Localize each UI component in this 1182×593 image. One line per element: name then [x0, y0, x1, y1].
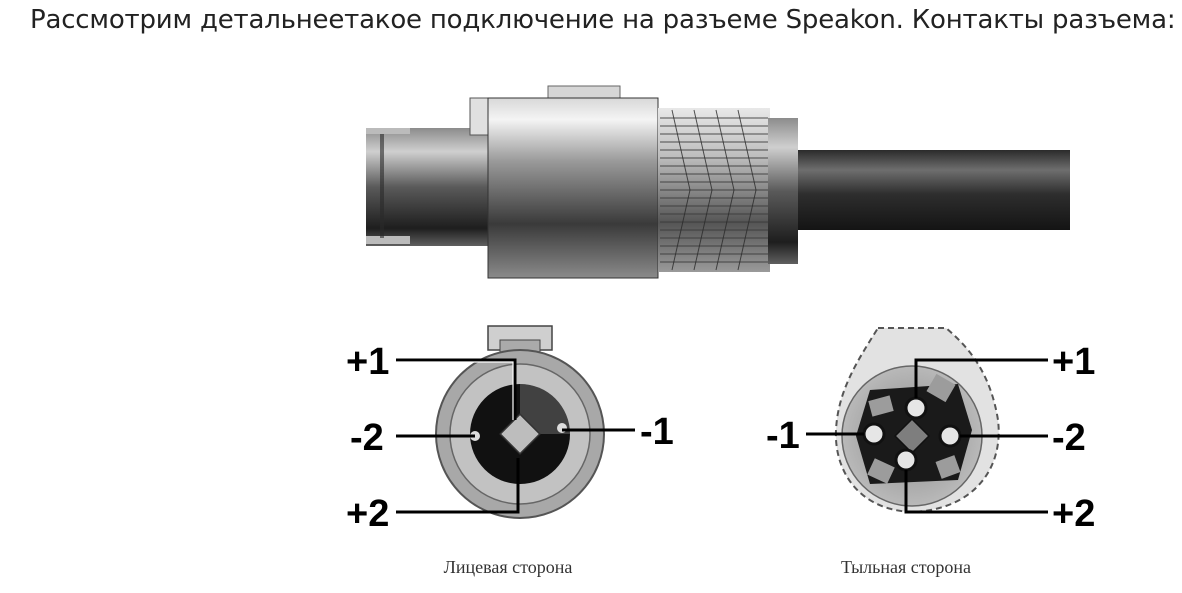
- back-pin-plus2-label: +2: [1052, 493, 1095, 535]
- front-pin-minus2-label: -2: [350, 417, 384, 459]
- back-pin-minus2-label: -2: [1052, 417, 1086, 459]
- cable: [798, 150, 1076, 230]
- back-face-diagram: -1 +1 -2 +2 Тыльная сторона: [766, 327, 1095, 577]
- back-pin-minus1-label: -1: [766, 415, 800, 457]
- front-face-diagram: +1 -2 +2 -1 Лицевая сторона: [346, 325, 674, 577]
- plug-body: [488, 98, 658, 278]
- front-pin-plus2-label: +2: [346, 493, 389, 535]
- page-heading: Рассмотрим детальнеетакое подключение на…: [30, 5, 1176, 35]
- front-caption: Лицевая сторона: [444, 557, 573, 577]
- front-pin-plus1-label: +1: [346, 341, 389, 383]
- strain-relief-grip: [658, 108, 770, 272]
- plug-tip: [366, 128, 494, 246]
- latch: [469, 97, 489, 136]
- connector-side-view: [366, 85, 1076, 279]
- front-pin-minus1-label: -1: [640, 411, 674, 453]
- back-pin-plus1-label: +1: [1052, 341, 1095, 383]
- back-caption: Тыльная сторона: [841, 557, 971, 577]
